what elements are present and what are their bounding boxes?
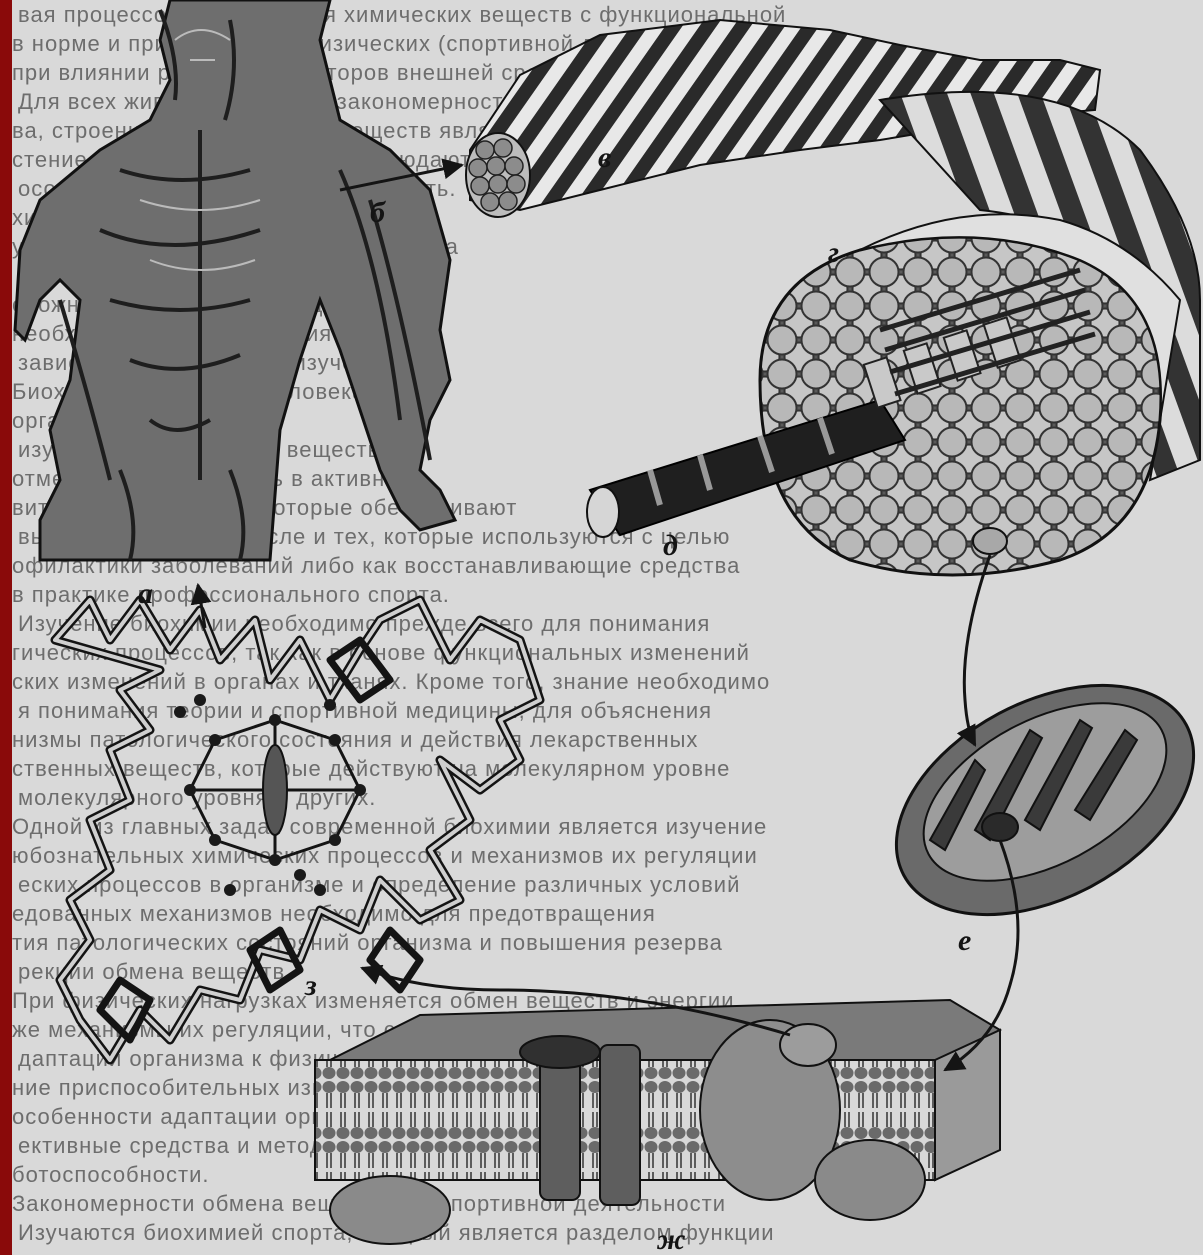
protein-molecule-structure [55, 600, 540, 1060]
cell-membrane-block [315, 1000, 1000, 1244]
mitochondrion [858, 638, 1203, 961]
label-g: г [828, 236, 839, 269]
label-a: а [138, 577, 153, 610]
fiber-zoom-marker [973, 528, 1007, 554]
label-d: д [663, 529, 678, 562]
human-muscle-figure [15, 0, 455, 560]
label-v: в [598, 141, 611, 174]
arrow-fiber-to-mitochondrion [964, 555, 990, 745]
membrane-zoom-marker [780, 1024, 836, 1066]
label-z: з [304, 969, 317, 1002]
label-e: е [958, 924, 971, 957]
muscle-fiber-cross-section [760, 214, 1180, 575]
label-zh: ж [656, 1223, 686, 1255]
label-b: б [370, 196, 386, 229]
